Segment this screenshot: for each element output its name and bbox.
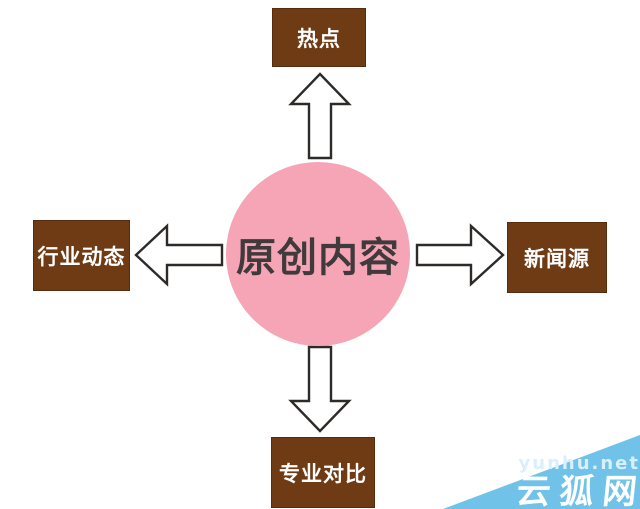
node-news-sources: 新闻源 [507,222,607,293]
node-industry-trends: 行业动态 [33,220,130,291]
node-hotspots-label: 热点 [297,26,341,51]
node-professional-comparison: 专业对比 [271,437,375,508]
arrow-up-icon [288,72,352,160]
watermark-site-name: 云狐网 [514,472,640,509]
center-node-label: 原创内容 [236,235,400,281]
node-professional-comparison-label: 专业对比 [279,461,367,486]
watermark-url: yunhu.net [518,453,640,474]
arrow-left-icon [134,223,224,287]
node-industry-trends-label: 行业动态 [37,244,126,269]
node-hotspots: 热点 [272,8,366,67]
arrow-right-icon [415,223,505,287]
center-node-original-content: 原创内容 [226,162,410,346]
node-news-sources-label: 新闻源 [524,246,590,271]
arrow-down-icon [288,345,352,433]
